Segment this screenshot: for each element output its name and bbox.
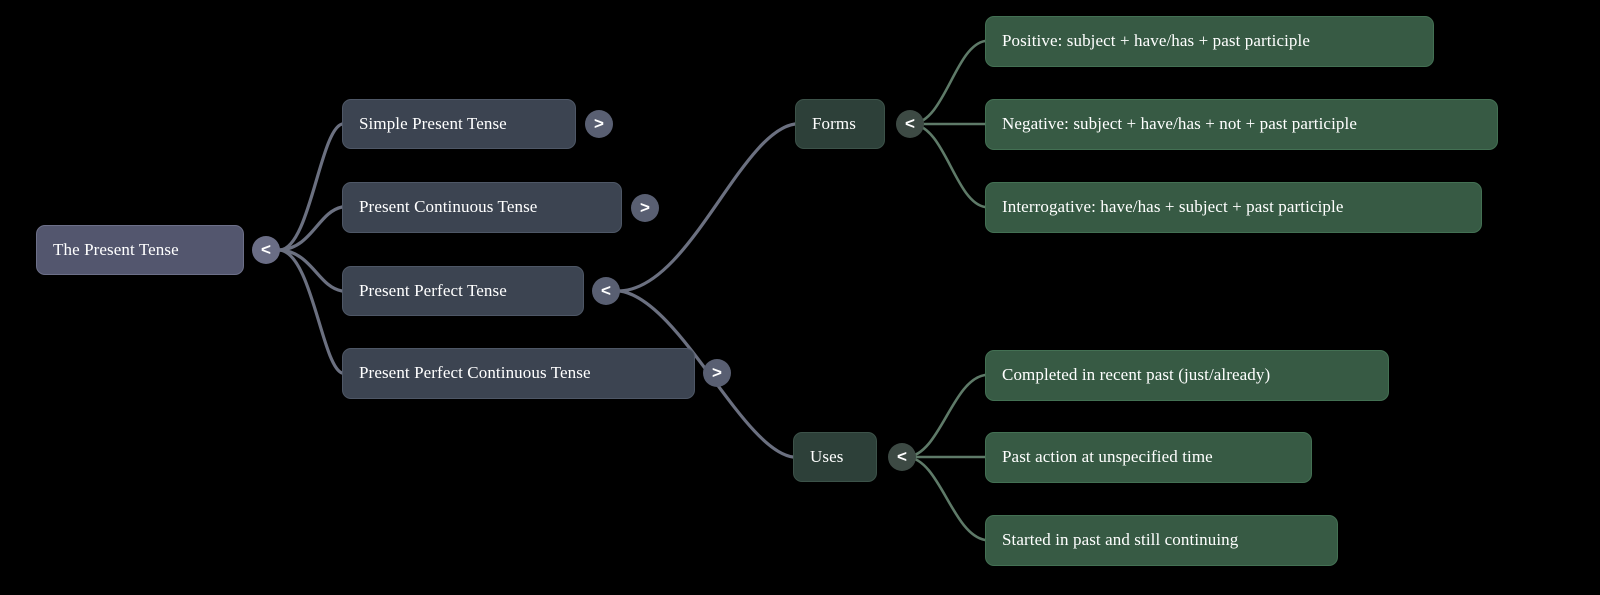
node-root[interactable]: The Present Tense	[36, 225, 244, 275]
node-uses-past-action-unspecified[interactable]: Past action at unspecified time	[985, 432, 1312, 483]
node-uses-started-still-continuing-label: Started in past and still continuing	[1002, 530, 1239, 550]
node-uses-started-still-continuing[interactable]: Started in past and still continuing	[985, 515, 1338, 566]
toggle-present-perfect-tense[interactable]: <	[592, 277, 620, 305]
node-root-label: The Present Tense	[53, 239, 179, 259]
node-uses-completed-recent-past-label: Completed in recent past (just/already)	[1002, 365, 1271, 385]
node-uses-past-action-unspecified-label: Past action at unspecified time	[1002, 447, 1213, 467]
node-forms-negative-label: Negative: subject + have/has + not + pas…	[1002, 114, 1357, 134]
node-uses[interactable]: Uses	[793, 432, 877, 482]
node-present-perfect-continuous-tense[interactable]: Present Perfect Continuous Tense	[342, 348, 695, 399]
node-forms[interactable]: Forms	[795, 99, 885, 149]
node-forms-interrogative[interactable]: Interrogative: have/has + subject + past…	[985, 182, 1482, 233]
toggle-uses[interactable]: <	[888, 443, 916, 471]
node-forms-positive[interactable]: Positive: subject + have/has + past part…	[985, 16, 1434, 67]
chevron-left-icon: <	[261, 239, 271, 259]
edge-root-to-present-perfect	[278, 248, 344, 293]
node-simple-present-tense[interactable]: Simple Present Tense	[342, 99, 576, 149]
node-present-continuous-tense[interactable]: Present Continuous Tense	[342, 182, 622, 233]
node-present-perfect-continuous-tense-label: Present Perfect Continuous Tense	[359, 363, 591, 383]
toggle-root[interactable]: <	[252, 236, 280, 264]
chevron-left-icon: <	[905, 113, 915, 133]
node-simple-present-tense-label: Simple Present Tense	[359, 113, 507, 133]
edge-root-to-present-continuous	[278, 205, 344, 252]
toggle-simple-present-tense[interactable]: >	[585, 110, 613, 138]
node-forms-interrogative-label: Interrogative: have/has + subject + past…	[1002, 197, 1344, 217]
chevron-left-icon: <	[601, 280, 611, 300]
edge-forms-to-interrogative	[910, 122, 987, 209]
node-uses-completed-recent-past[interactable]: Completed in recent past (just/already)	[985, 350, 1389, 401]
node-forms-label: Forms	[812, 113, 856, 133]
node-present-perfect-tense[interactable]: Present Perfect Tense	[342, 266, 584, 316]
chevron-right-icon: >	[640, 197, 650, 217]
node-present-continuous-tense-label: Present Continuous Tense	[359, 197, 538, 217]
node-forms-positive-label: Positive: subject + have/has + past part…	[1002, 31, 1310, 51]
node-forms-negative[interactable]: Negative: subject + have/has + not + pas…	[985, 99, 1498, 150]
chevron-left-icon: <	[897, 446, 907, 466]
toggle-present-continuous-tense[interactable]: >	[631, 194, 659, 222]
edge-forms-to-positive	[910, 39, 987, 126]
edge-root-to-simple-present	[278, 122, 344, 252]
node-present-perfect-tense-label: Present Perfect Tense	[359, 280, 507, 300]
chevron-right-icon: >	[594, 113, 604, 133]
chevron-right-icon: >	[712, 362, 722, 382]
toggle-forms[interactable]: <	[896, 110, 924, 138]
node-uses-label: Uses	[810, 446, 844, 466]
toggle-present-perfect-continuous-tense[interactable]: >	[703, 359, 731, 387]
edge-root-to-present-perfect-continuous	[278, 248, 344, 375]
edge-uses-to-completed	[905, 373, 987, 459]
edge-uses-to-started	[905, 455, 987, 542]
